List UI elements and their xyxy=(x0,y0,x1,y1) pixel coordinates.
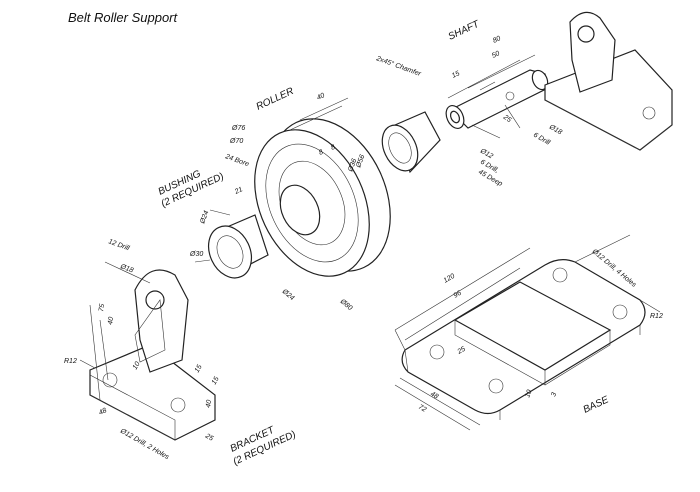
bushing-dim-d24a: Ø24 xyxy=(199,210,210,226)
roller-dim-8a: 8 xyxy=(318,149,325,157)
base-dim-10: 10 xyxy=(524,389,533,399)
shaft-dim-80: 80 xyxy=(492,35,502,45)
shaft-dim-d18: Ø18 xyxy=(547,123,563,136)
bracket-dim-40b: 40 xyxy=(205,399,213,408)
bracket-part: BRACKET (2 REQUIRED) 12 Drill Ø18 40 75 … xyxy=(64,238,298,467)
bracket-dim-10: 10 xyxy=(132,361,142,371)
bushing-right xyxy=(381,111,441,174)
drawing-title: Belt Roller Support xyxy=(68,10,178,25)
base-part: BASE 120 96 25 48 72 10 3 R12 Ø12 Drill,… xyxy=(401,248,663,420)
bracket-dim-15a: 15 xyxy=(194,364,204,374)
bushing-dim-d24b: Ø24 xyxy=(280,288,295,303)
shaft-label: SHAFT xyxy=(447,19,482,43)
roller-part: ROLLER 40 8 8 Ø36 Ø56 Ø76 Ø70 24 Bore Ø8… xyxy=(223,86,391,313)
bracket-dim-15b: 15 xyxy=(211,376,221,386)
base-dim-72: 72 xyxy=(417,404,427,414)
bracket-dim-48: 48 xyxy=(98,407,108,417)
base-dim-25: 25 xyxy=(456,346,467,357)
bracket-note-drill: 12 Drill xyxy=(107,238,130,252)
base-label: BASE xyxy=(582,394,611,415)
roller-dim-40: 40 xyxy=(316,92,326,102)
bushing-dim-d30: Ø30 xyxy=(189,251,203,258)
base-dim-48: 48 xyxy=(429,391,439,401)
shaft-dim-6drill: 6 Drill xyxy=(532,132,551,147)
bracket-dim-r12: R12 xyxy=(64,358,77,365)
bracket-dim-d18: Ø18 xyxy=(118,263,134,274)
roller-dim-d56: Ø56 xyxy=(355,154,366,170)
bracket-dim-40: 40 xyxy=(107,316,115,325)
shaft-dim-d12: Ø12 xyxy=(478,147,494,160)
roller-label: ROLLER xyxy=(255,86,296,113)
shaft-dim-50: 50 xyxy=(491,50,501,60)
bracket-dim-25: 25 xyxy=(203,432,214,443)
base-dim-r12: R12 xyxy=(650,313,663,320)
shaft-dim-25: 25 xyxy=(501,113,512,124)
shaft-dim-15: 15 xyxy=(451,70,461,80)
shaft-note-deep: 45 Deep xyxy=(477,169,504,188)
bracket-dim-75: 75 xyxy=(98,303,106,312)
roller-dim-d70: Ø70 xyxy=(229,138,243,145)
bushing-dim-21: 21 xyxy=(233,186,244,196)
roller-dim-d36: Ø36 xyxy=(347,158,358,174)
base-dim-96: 96 xyxy=(453,290,463,300)
dimension-lines xyxy=(79,209,661,431)
base-dim-3: 3 xyxy=(550,392,558,398)
bracket-top-right xyxy=(544,11,673,151)
roller-note-bore: 24 Bore xyxy=(223,153,249,168)
roller-dim-d76: Ø76 xyxy=(231,125,245,132)
shaft-note-chamfer: 2x45° Chamfer xyxy=(374,54,422,78)
roller-dim-8b: 8 xyxy=(330,144,337,152)
roller-dim-d80: Ø80 xyxy=(338,298,353,313)
base-dim-120: 120 xyxy=(443,273,457,285)
